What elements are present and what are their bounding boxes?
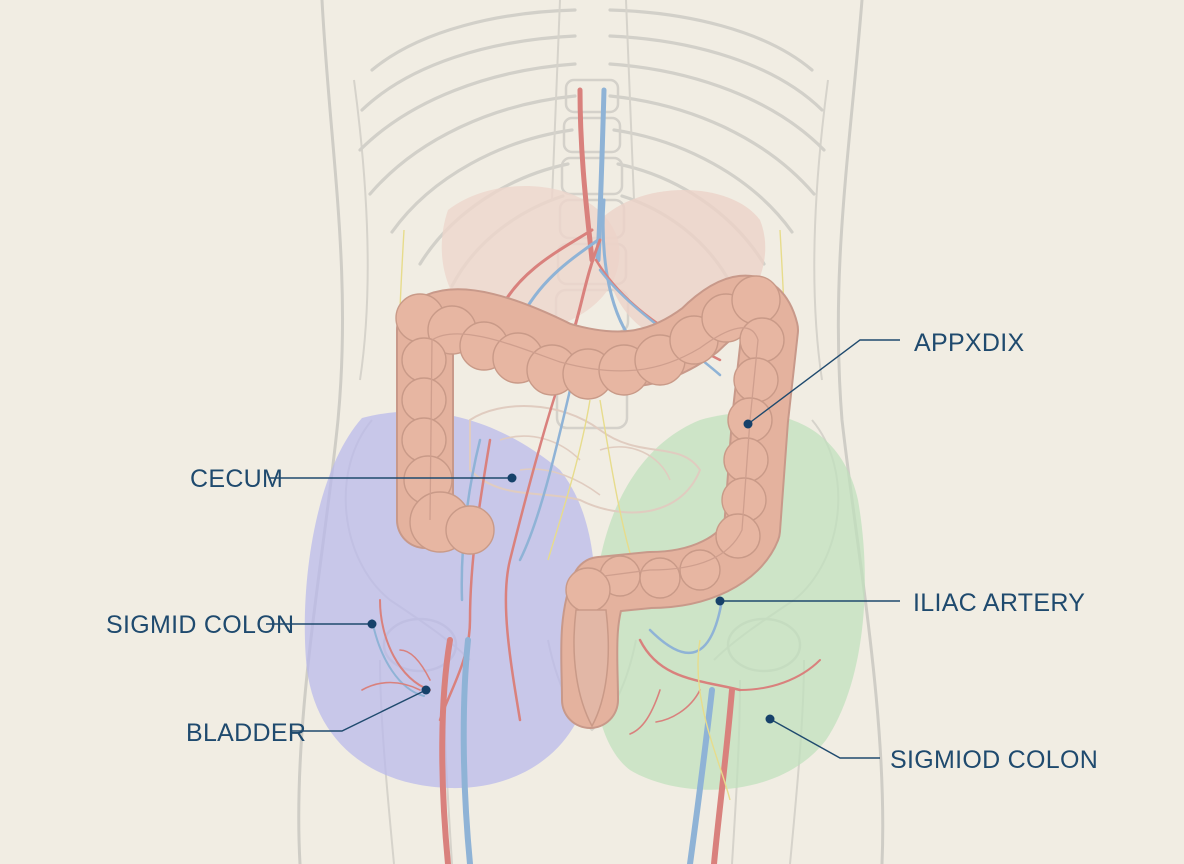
blood-vessels bbox=[361, 87, 821, 864]
label-cecum: CECUM bbox=[190, 465, 283, 493]
sigmoid-right-marker bbox=[765, 714, 775, 724]
label-bladder: BLADDER bbox=[186, 719, 306, 747]
small-intestine bbox=[469, 405, 702, 514]
label-appendix: APPXDIX bbox=[914, 329, 1024, 357]
colon bbox=[395, 274, 799, 729]
label-iliac-artery: ILIAC ARTERY bbox=[913, 589, 1085, 617]
sigmoid-left-marker bbox=[367, 619, 377, 629]
cecum-marker bbox=[507, 473, 517, 483]
body-outline bbox=[297, 0, 885, 864]
label-sigmoid-left: SIGMID COLON bbox=[106, 611, 294, 639]
label-sigmoid-right: SIGMIOD COLON bbox=[890, 746, 1098, 774]
annotation-leaders bbox=[266, 339, 900, 759]
bladder-marker bbox=[421, 685, 431, 695]
appendix-marker bbox=[743, 419, 753, 429]
labels: APPXDIX CECUM SIGMID COLON ILIAC ARTERY … bbox=[106, 329, 1098, 774]
iliac-artery-marker bbox=[715, 596, 725, 606]
